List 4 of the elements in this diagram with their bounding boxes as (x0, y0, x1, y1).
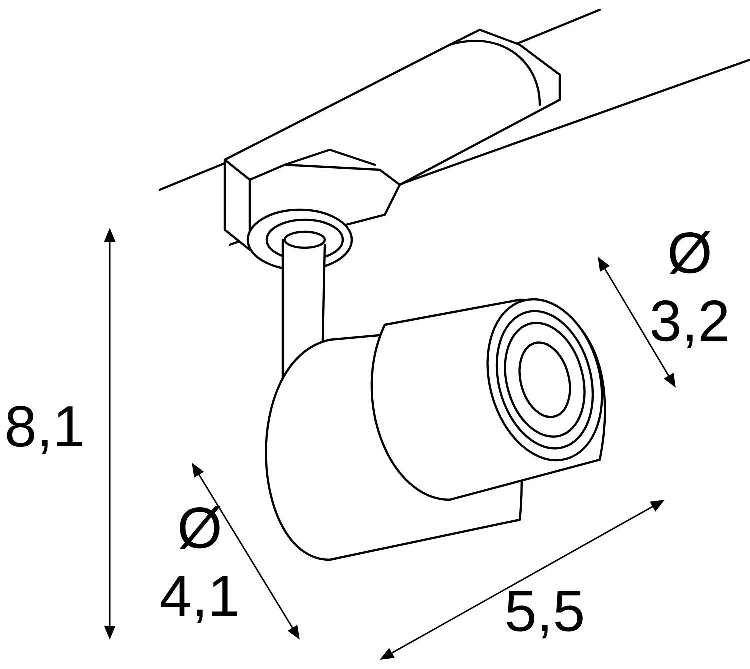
dimension-label: 5,5 (507, 591, 583, 639)
dimension-label: Ø 3,2 (652, 232, 728, 348)
dimension-label: Ø 4,1 (161, 506, 238, 624)
dimension-label: 8,1 (7, 406, 82, 454)
